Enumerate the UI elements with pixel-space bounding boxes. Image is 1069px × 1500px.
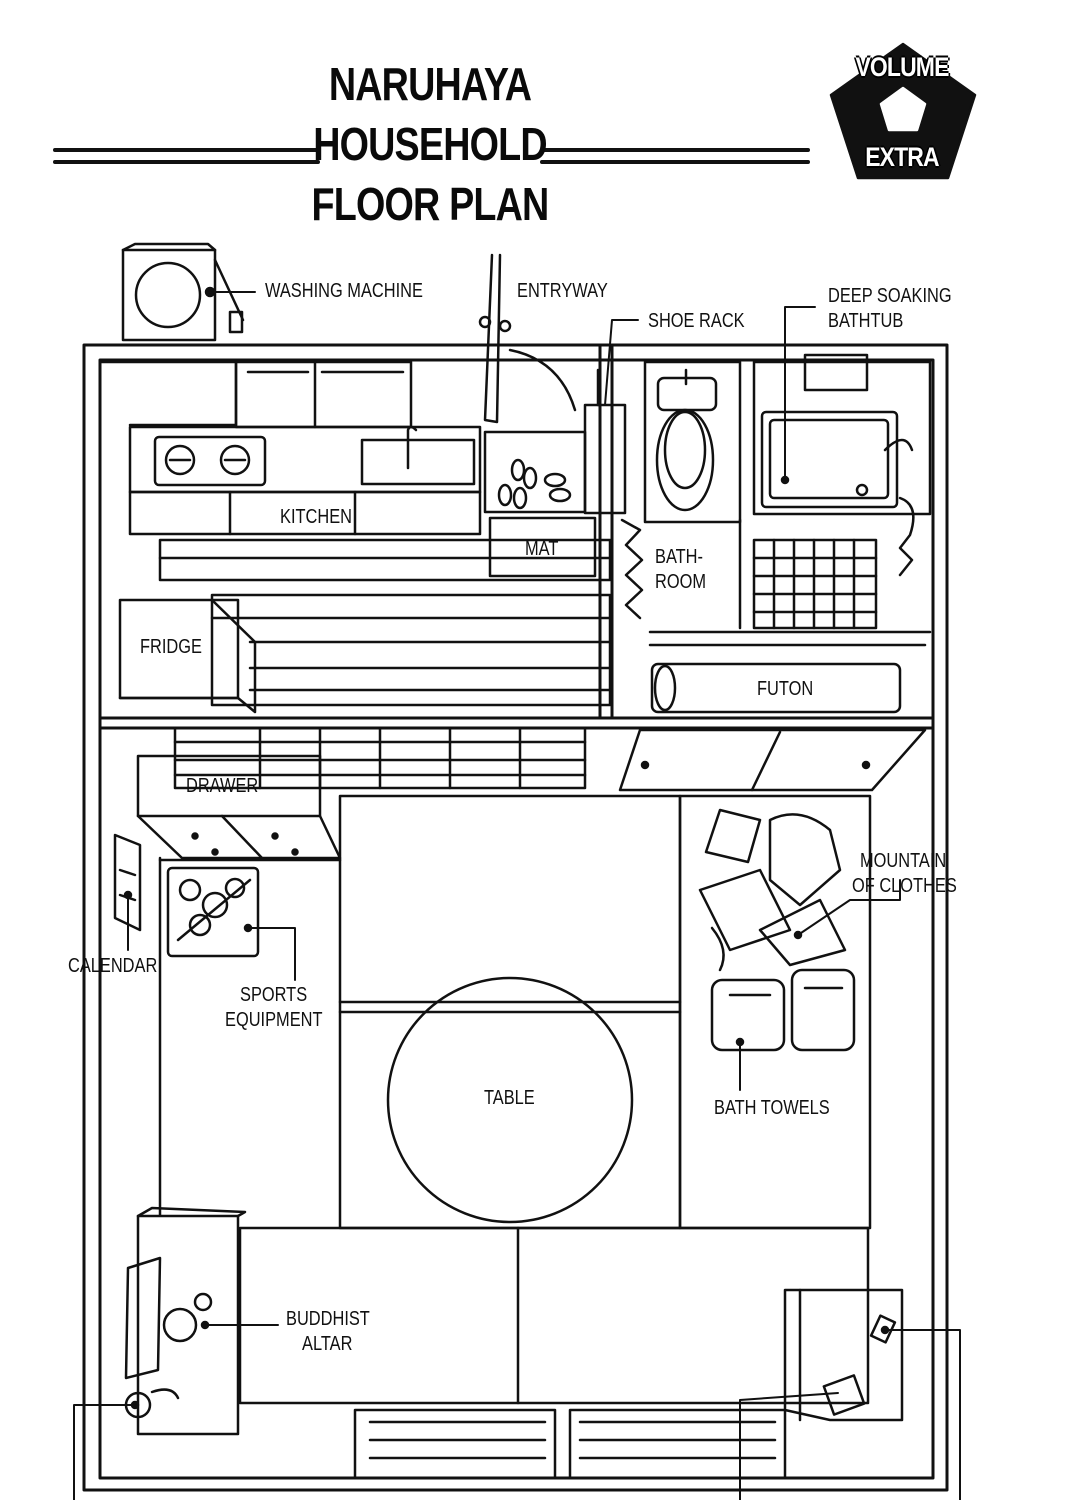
title-line-2: HOUSEHOLD bbox=[313, 118, 547, 170]
mountain-of-clothes bbox=[698, 808, 847, 972]
title-rules bbox=[53, 148, 810, 164]
label-entryway: ENTRYWAY bbox=[517, 280, 608, 302]
title-line-3: FLOOR PLAN bbox=[311, 178, 550, 230]
label-clothes-line1: MOUNTAIN bbox=[860, 850, 947, 872]
label-bath-towels: BATH TOWELS bbox=[714, 1097, 830, 1119]
label-mat: MAT bbox=[525, 538, 559, 560]
kitchen-counter bbox=[98, 360, 482, 536]
shoe-rack bbox=[583, 368, 627, 515]
label-bathroom-line2: ROOM bbox=[655, 571, 707, 593]
label-bathtub-line2: BATHTUB bbox=[828, 310, 904, 332]
leader-dots bbox=[123, 287, 890, 1410]
table bbox=[386, 976, 634, 1224]
badge-volume: VOLUME bbox=[855, 52, 949, 82]
label-clothes-line2: OF CLOTHES bbox=[852, 875, 957, 897]
toilet bbox=[620, 360, 742, 620]
label-bathtub-line1: DEEP SOAKING bbox=[828, 285, 952, 307]
kitchen-floorboards bbox=[158, 538, 612, 707]
entry-mat bbox=[488, 516, 597, 578]
label-bathroom-line1: BATH- bbox=[655, 546, 703, 568]
volume-badge bbox=[829, 42, 977, 180]
sports-equipment bbox=[166, 866, 260, 958]
label-futon: FUTON bbox=[757, 678, 814, 700]
bath-towels bbox=[710, 968, 856, 1052]
fridge bbox=[118, 598, 257, 714]
bathtub bbox=[752, 353, 932, 577]
badge-extra: EXTRA bbox=[865, 142, 939, 172]
label-shoe-rack: SHOE RACK bbox=[648, 310, 745, 332]
label-washing-machine: WASHING MACHINE bbox=[265, 280, 423, 302]
label-altar-line1: BUDDHIST bbox=[286, 1308, 370, 1330]
drawer bbox=[136, 754, 342, 860]
title-line-1: NARUHAYA bbox=[328, 58, 532, 110]
label-fridge: FRIDGE bbox=[140, 636, 202, 658]
futon-cabinet bbox=[648, 630, 932, 714]
label-altar-line2: ALTAR bbox=[302, 1333, 353, 1355]
leader-lines bbox=[73, 291, 961, 1500]
entryway-door bbox=[478, 253, 577, 424]
label-drawer: DRAWER bbox=[186, 775, 259, 797]
bath-tiles bbox=[738, 518, 878, 630]
entry-shoes bbox=[483, 430, 587, 514]
label-kitchen: KITCHEN bbox=[280, 506, 352, 528]
buddhist-altar bbox=[124, 1206, 247, 1436]
label-calendar: CALENDAR bbox=[68, 955, 158, 977]
tatami-mats bbox=[158, 794, 872, 1405]
label-sports-line1: SPORTS bbox=[240, 984, 308, 1006]
label-table: TABLE bbox=[484, 1087, 535, 1109]
vents bbox=[173, 726, 587, 790]
closet-sliding-doors bbox=[618, 728, 927, 792]
corner-cabinet bbox=[783, 1288, 904, 1422]
bottom-vents bbox=[353, 1408, 787, 1480]
label-sports-line2: EQUIPMENT bbox=[225, 1009, 323, 1031]
